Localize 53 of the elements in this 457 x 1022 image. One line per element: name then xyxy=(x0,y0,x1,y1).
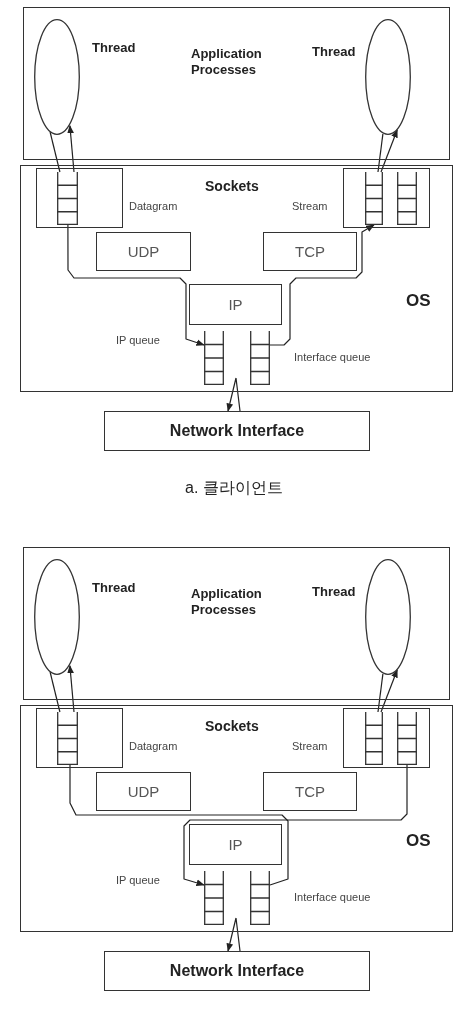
connector-line xyxy=(49,131,61,173)
thread-label: Thread xyxy=(92,580,136,595)
arrow xyxy=(380,129,398,173)
connector-line xyxy=(69,764,289,886)
thread-label: Thread xyxy=(312,584,356,599)
connector-line xyxy=(377,673,384,713)
protocol-box xyxy=(96,232,191,271)
protocol-label: UDP xyxy=(127,783,160,800)
section-label: Sockets xyxy=(205,718,259,734)
socket-label: Datagram xyxy=(129,740,178,752)
arrow xyxy=(67,664,75,713)
arrow xyxy=(269,224,375,346)
network-interface-label: Network Interface xyxy=(169,422,305,440)
application-box xyxy=(23,547,450,700)
box-title: Application Processes xyxy=(191,586,263,618)
section-label: Sockets xyxy=(205,178,259,194)
caption: a. 클라이언트 xyxy=(185,478,283,498)
protocol-box xyxy=(189,824,282,865)
queue-label: Interface queue xyxy=(294,351,371,363)
arrow xyxy=(67,124,75,173)
arrow xyxy=(183,764,408,887)
network-interface-box xyxy=(104,951,370,991)
arrow xyxy=(226,917,241,952)
thread-label: Thread xyxy=(92,40,136,55)
arrow xyxy=(226,377,241,412)
protocol-box xyxy=(96,772,191,811)
connector-line xyxy=(49,671,61,713)
protocol-box xyxy=(263,232,357,271)
os-box xyxy=(20,165,453,392)
arrow xyxy=(67,224,205,346)
queue-label: IP queue xyxy=(116,334,160,346)
protocol-label: TCP xyxy=(295,243,325,260)
queue-label: Interface queue xyxy=(294,891,371,903)
socket-label: Datagram xyxy=(129,200,178,212)
queue-label: IP queue xyxy=(116,874,160,886)
network-interface-label: Network Interface xyxy=(169,962,305,980)
application-box xyxy=(23,7,450,160)
connector-line xyxy=(377,133,384,173)
protocol-label: IP xyxy=(228,296,243,313)
protocol-label: TCP xyxy=(295,783,325,800)
os-label: OS xyxy=(406,831,431,851)
protocol-box xyxy=(189,284,282,325)
protocol-label: UDP xyxy=(127,243,160,260)
box-title: Application Processes xyxy=(191,46,263,78)
thread-label: Thread xyxy=(312,44,356,59)
os-label: OS xyxy=(406,291,431,311)
os-box xyxy=(20,705,453,932)
socket-label: Stream xyxy=(292,200,328,212)
protocol-label: IP xyxy=(228,836,243,853)
network-interface-box xyxy=(104,411,370,451)
arrow xyxy=(380,669,398,713)
protocol-box xyxy=(263,772,357,811)
socket-label: Stream xyxy=(292,740,328,752)
